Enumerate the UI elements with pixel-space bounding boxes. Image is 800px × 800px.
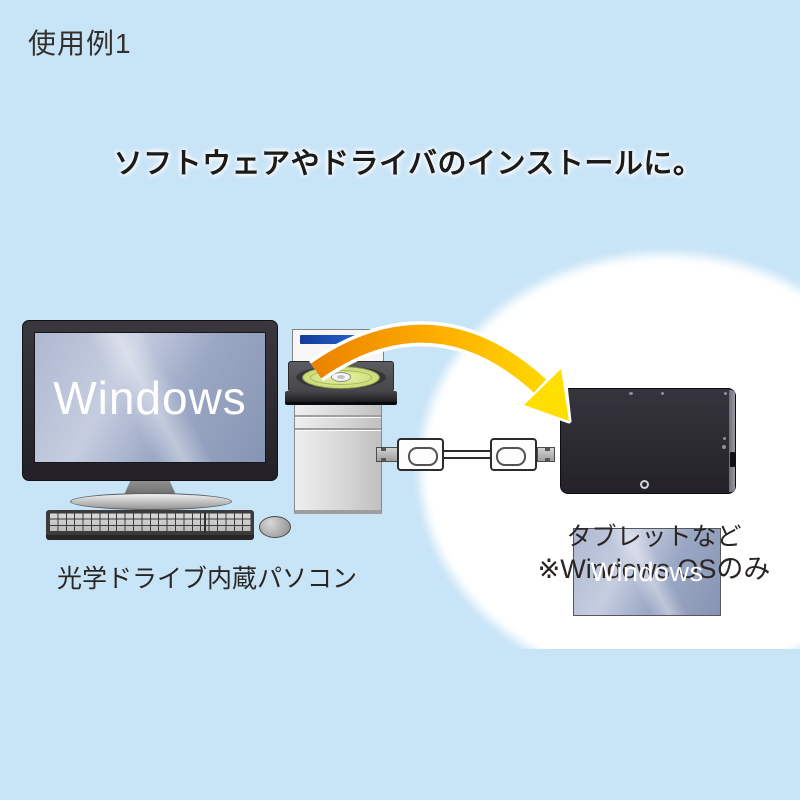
tablet-os-label: Windows [590,556,704,587]
page-title: 使用例1 [28,28,132,59]
tablet-home-button [640,480,649,489]
tower-groove [295,428,381,430]
usb-connector-detail [408,447,438,466]
tower-accent-stripe [300,335,376,344]
tablet-side-dot [723,437,726,440]
tower-groove [295,415,381,417]
monitor-os-label: Windows [53,371,247,424]
keyboard-illustration [46,510,254,540]
usb-plug-right-icon [537,447,555,462]
tablet-side-edge [729,390,735,492]
tablet-screen: Windows [573,528,721,616]
tablet-camera-icon [629,392,633,395]
tablet-body [560,388,736,494]
usb-connector-detail [496,447,526,466]
tablet-caption: タブレットなど ※Windows OSのみ [538,521,771,585]
tablet-sensor-dot [661,392,664,395]
keyboard-separator [204,512,207,533]
background-bottom [0,649,800,800]
usb-cable-illustration [444,450,492,459]
headline: ソフトウェアやドライバのインストールに。 [113,148,703,180]
tablet-caption-line2: ※Windows OSのみ [537,554,771,584]
monitor-stand-neck [124,481,176,495]
tablet-corner-dot [724,392,727,395]
usb-connector-left [397,438,444,471]
mouse-illustration [259,516,291,538]
tablet-volume-button [730,452,735,467]
usb-connector-right [490,438,537,471]
pc-caption: 光学ドライブ内蔵パソコン [56,565,358,593]
tower-body [294,401,382,514]
monitor-stand-base [70,493,232,510]
usb-plug-left-icon [376,447,398,462]
disc-tray-front [285,391,397,405]
monitor-screen: Windows [34,332,266,463]
tablet-side-dot [722,445,726,449]
keyboard-keys [49,513,251,532]
disc-hub-hole [337,375,345,379]
tablet-caption-line1: タブレットなど [566,523,742,551]
